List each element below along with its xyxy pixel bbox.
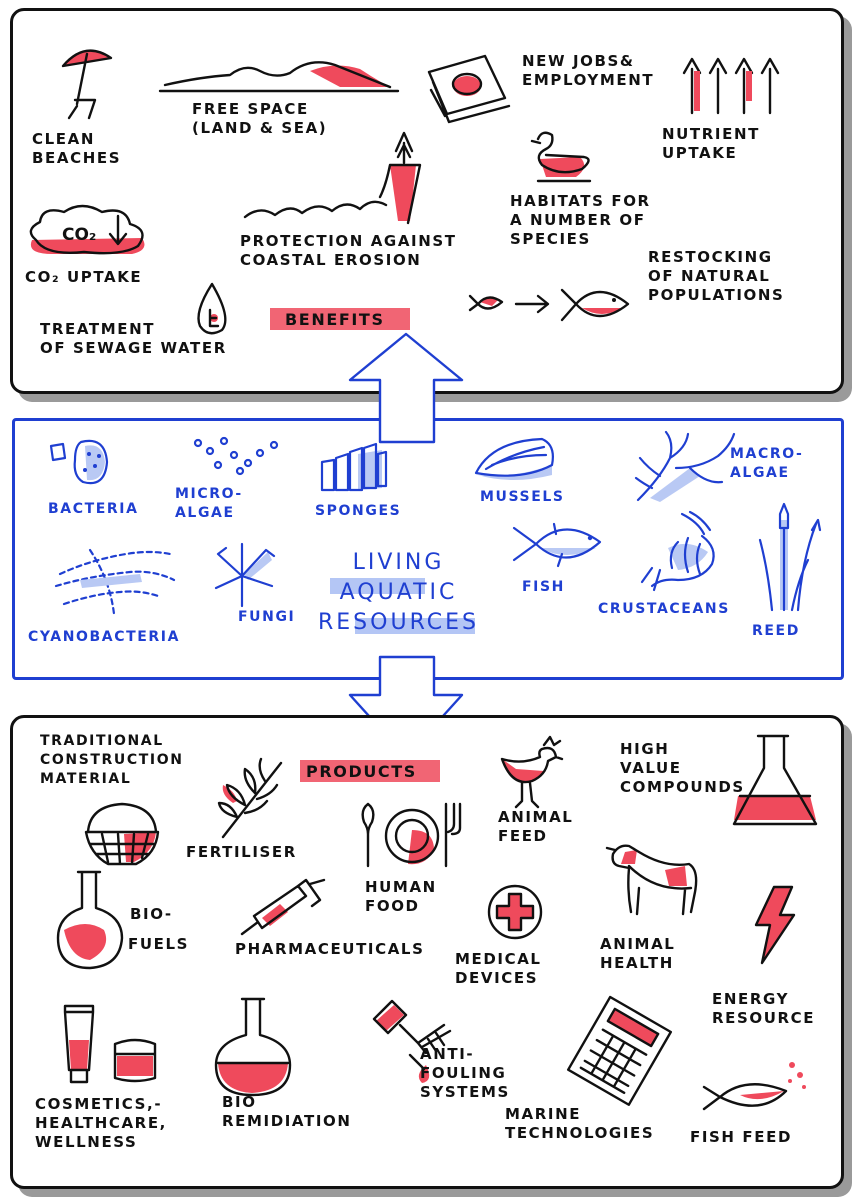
reed-icon — [758, 502, 822, 612]
co2-label: CO₂ UPTAKE — [25, 268, 143, 286]
nutrient-arrows-icon — [682, 57, 780, 115]
microalgae-label: MICRO- ALGAE — [175, 486, 243, 521]
clean-beaches-label: CLEAN BEACHES — [32, 130, 122, 167]
bioremediation-label: BIO REMIDIATION — [222, 1093, 352, 1130]
cosmetics-label: COSMETICS,- HEALTHCARE, WELLNESS — [35, 1095, 167, 1151]
co2-cloud-icon: CO₂ — [29, 204, 145, 255]
fungi-label: FUNGI — [238, 609, 296, 625]
calculator-icon — [566, 995, 673, 1106]
animal-feed-label: ANIMAL FEED — [498, 808, 574, 845]
energy-label: ENERGY RESOURCE — [712, 990, 816, 1027]
high-value-label: HIGH VALUE COMPOUNDS — [620, 740, 745, 796]
cyanobacteria-label: CYANOBACTERIA — [28, 629, 181, 645]
plate-cutlery-icon — [361, 802, 462, 868]
beach-umbrella-icon — [61, 49, 113, 120]
products-title: PRODUCTS — [306, 762, 417, 781]
duck-icon — [530, 131, 592, 183]
living-highlight-1 — [330, 578, 425, 594]
medical-cross-icon — [487, 884, 543, 940]
macroalgae-icon — [634, 430, 736, 502]
water-drop-icon — [197, 282, 227, 335]
fertiliser-branch-icon — [217, 757, 283, 839]
benefits-panel — [10, 8, 844, 394]
fertiliser-label: FERTILISER — [186, 843, 297, 861]
animal-health-label: ANIMAL HEALTH — [600, 935, 676, 972]
cow-icon — [605, 844, 698, 916]
lightning-icon — [754, 885, 796, 965]
products-highlight — [300, 760, 440, 782]
brush-icon — [372, 999, 452, 1083]
fish-feed-icon — [702, 1062, 806, 1111]
money-icon — [427, 54, 511, 124]
basket-icon — [84, 802, 160, 866]
fuels-label: FUELS — [128, 935, 190, 953]
bacteria-icon — [49, 439, 109, 485]
habitats-label: HABITATS FOR A NUMBER OF SPECIES — [510, 192, 651, 248]
fungi-icon — [214, 542, 276, 608]
construction-label: TRADITIONAL CONSTRUCTION MATERIAL — [40, 733, 184, 787]
sponges-label: SPONGES — [315, 503, 402, 519]
reed-label: REED — [752, 623, 800, 639]
sewage-label: TREATMENT OF SEWAGE WATER — [40, 320, 227, 357]
mussels-label: MUSSELS — [480, 489, 565, 505]
microalgae-icon — [193, 436, 279, 476]
mussel-icon — [474, 437, 554, 480]
fish-label: FISH — [522, 579, 565, 595]
cosmetics-icon — [63, 1004, 157, 1084]
living-highlight-2 — [355, 618, 475, 634]
benefits-title: BENEFITS — [285, 310, 385, 329]
crustacean-icon — [640, 510, 715, 592]
syringe-icon — [240, 878, 326, 936]
crustaceans-label: CRUSTACEANS — [598, 601, 730, 617]
marine-tech-label: MARINE TECHNOLOGIES — [505, 1105, 655, 1142]
medical-label: MEDICAL DEVICES — [455, 950, 542, 987]
antifouling-label: ANTI- FOULING SYSTEMS — [420, 1045, 510, 1101]
hen-icon — [500, 735, 564, 809]
coastal-cliff-icon — [243, 131, 422, 225]
fish-feed-label: FISH FEED — [690, 1128, 792, 1146]
up-arrow-icon — [348, 332, 464, 444]
flask-icon — [732, 734, 818, 826]
bio-label: BIO- — [130, 905, 173, 923]
co2-icon-text: CO₂ — [62, 225, 96, 245]
sponges-icon — [320, 442, 388, 492]
jobs-label: NEW JOBS& EMPLOYMENT — [522, 52, 655, 89]
nutrient-label: NUTRIENT UPTAKE — [662, 125, 760, 162]
bacteria-label: BACTERIA — [48, 501, 139, 517]
bioremediation-flask-icon — [214, 997, 292, 1097]
living-title: LIVING AQUATIC RESOURCES — [318, 550, 479, 635]
round-flask-icon — [56, 870, 124, 970]
benefits-highlight — [270, 308, 410, 330]
fish-icon — [512, 522, 602, 568]
free-space-label: FREE SPACE (LAND & SEA) — [192, 100, 328, 137]
restocking-fish-icon — [468, 288, 630, 322]
pharma-label: PHARMACEUTICALS — [235, 940, 425, 958]
restocking-label: RESTOCKING OF NATURAL POPULATIONS — [648, 248, 785, 304]
cyanobacteria-icon — [54, 548, 176, 616]
products-panel — [10, 715, 844, 1189]
mountains-icon — [158, 61, 400, 93]
human-food-label: HUMAN FOOD — [365, 878, 437, 915]
protection-label: PROTECTION AGAINST COASTAL EROSION — [240, 232, 457, 269]
macroalgae-label: MACRO- ALGAE — [730, 446, 804, 481]
